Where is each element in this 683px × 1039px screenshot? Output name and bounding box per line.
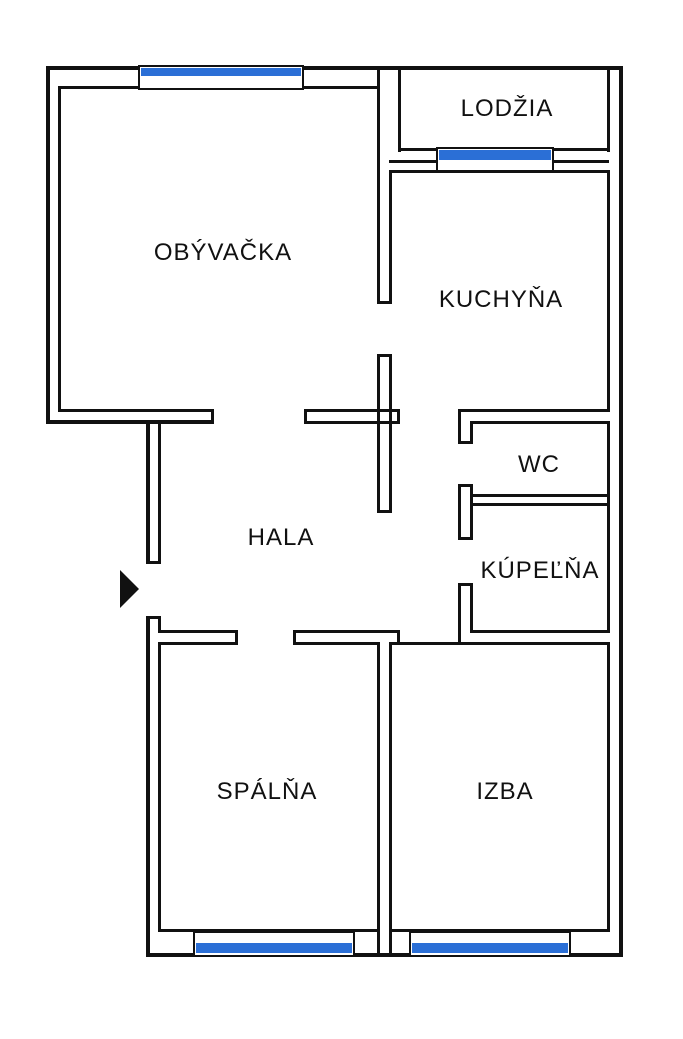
wall-hall-left-cap [146,561,161,564]
wall-lodzia-gap-left [377,66,380,90]
wall-wc-left-lower-bottom [458,537,473,540]
wall-izba-left [389,642,392,932]
wall-obyvacka-bottom-inner [58,409,214,412]
wall-spalna-right [377,642,380,932]
wall-cross-vertical-left [377,354,380,513]
wall-cross-horizontal-top [304,409,400,412]
window-kuchyna-glass [439,150,551,160]
wall-wc-left-top-cap [458,409,461,444]
wall-spalna-top-left-outer [146,616,161,619]
wall-kupelna-left-lower [458,583,461,645]
walls [46,66,623,957]
room-labels: LODŽIA OBÝVAČKA KUCHYŇA WC HALA KÚPEĽŇA … [154,95,599,805]
wall-cross-right-cap [397,409,400,424]
wall-spalna-top-seg1-b [158,642,238,645]
room-label-wc: WC [518,451,560,478]
wall-obyvacka-bottom-outer [46,420,161,424]
wall-spalna-left-inner [158,642,161,932]
room-label-spalna: SPÁLŇA [217,778,318,805]
wall-bottom-inner-izba [389,929,610,932]
wall-spalna-top-seg2-b [293,642,380,645]
wall-hall-left-inner [158,420,161,564]
wall-spalna-top-leftcap [158,616,161,633]
wall-lodzia-outer-top [390,66,622,70]
wall-kuchyna-bottom-2 [470,421,610,424]
wall-cross-horizontal-bottom [304,421,400,424]
window-spalna-glass [196,943,352,953]
room-label-lodzia: LODŽIA [461,95,554,122]
wall-hall-top-mid [158,420,214,424]
wall-bottom-partition-a [377,929,380,957]
wall-wc-bottom-top [470,494,610,497]
wall-wc-left-lower-top [458,484,473,487]
wall-left-outer-upper [46,66,50,424]
room-label-obyvacka: OBÝVAČKA [154,238,292,266]
wall-spalna-top-seg1-a [158,630,238,633]
wall-bottom-inner-spalna [158,929,380,932]
wall-wc-bottom-bottom [470,503,610,506]
wall-obyvacka-right-outer [377,86,380,304]
windows [138,65,571,957]
wall-wc-left-top-end [458,441,473,444]
room-label-kuchyna: KUCHYŇA [439,286,563,313]
wall-spalna-top-seg2-a [293,630,400,633]
wall-cross-vertical-right [389,354,392,513]
wall-spalna-top-seg2-rcap [397,630,400,645]
wall-lodzia-left [398,66,401,152]
wall-kupelna-left-lower-top [458,583,473,586]
room-label-kupelna: KÚPEĽŇA [480,557,599,584]
wall-cross-top-cap [377,354,392,357]
wall-wc-left-lower-2 [470,484,473,540]
wall-left-inner-upper [58,86,61,412]
wall-spalna-top-seg2-cap [293,630,296,645]
wall-spalna-top-seg1-cap [235,630,238,645]
wall-lodzia-right-inner [607,66,610,152]
wall-kupelna-left-lower-2 [470,583,473,633]
wall-cross-left-cap [304,409,307,424]
wall-kuchyna-bottom [458,409,610,412]
wall-wc-left-lower [458,484,461,540]
wall-izba-right-inner [607,642,610,932]
wall-right-outer [619,66,623,956]
wall-bottom-partition-b [389,929,392,957]
wall-izba-top [389,642,461,645]
wall-spalna-left-outer [146,616,150,956]
wall-bottom-outer [146,953,623,957]
wall-hall-left-outer [146,420,150,564]
room-label-izba: IZBA [476,778,533,805]
wall-kuchyna-right-inner [607,170,610,412]
window-izba-glass [412,943,568,953]
wall-kupelna-bottom-outer [458,642,610,645]
wall-wc-left-top-cap2 [470,421,473,444]
wall-wc-right [607,421,610,506]
wall-kupelna-right [607,503,610,633]
wall-cross-bottom-cap [377,510,392,513]
wall-obyvacka-right-cap [377,301,392,304]
room-label-hala: HALA [248,524,315,551]
wall-kupelna-bottom-inner [470,630,610,633]
window-obyvacka-glass [141,68,301,76]
entrance-arrow-icon [120,570,139,608]
wall-obyvacka-right-inner [389,170,392,304]
wall-obyvacka-door-jamb [211,409,214,424]
